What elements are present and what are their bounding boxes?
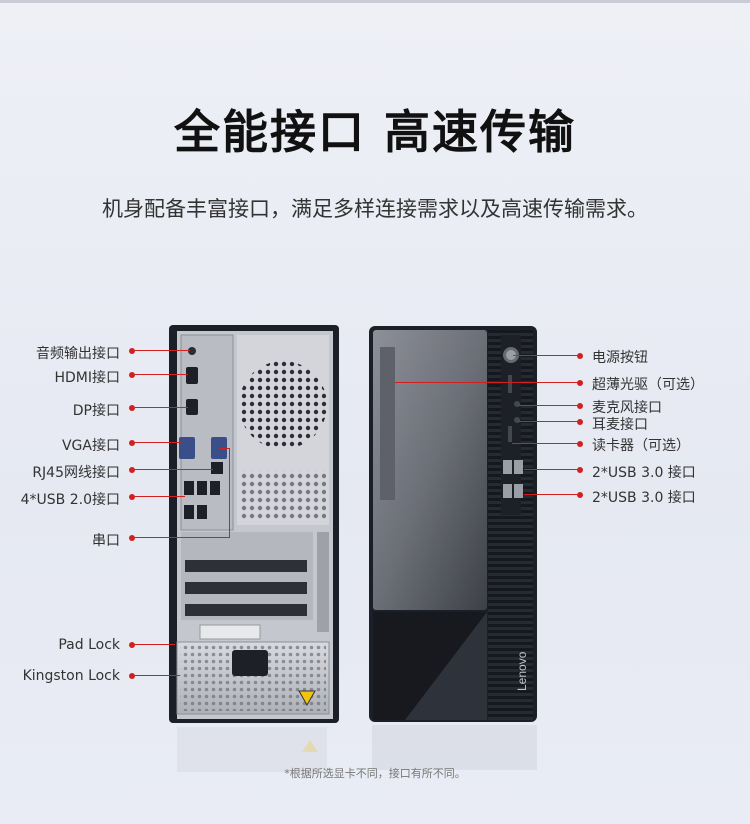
label-usb30-bottom: 2*USB 3.0 接口 — [592, 490, 696, 506]
page-subtitle: 机身配备丰富接口，满足多样连接需求以及高速传输需求。 — [102, 197, 648, 221]
label-usb30-top: 2*USB 3.0 接口 — [592, 465, 696, 481]
pointer-line — [524, 469, 577, 470]
label-kingston-lock: Kingston Lock — [22, 668, 120, 684]
footnote: *根据所选显卡不同，接口有所不同。 — [284, 767, 466, 780]
top-divider — [0, 0, 750, 3]
label-vga: VGA接口 — [61, 438, 120, 454]
pointer-dot — [577, 380, 583, 386]
pointer-dot — [129, 642, 135, 648]
pointer-line — [135, 537, 229, 538]
pointer-line — [135, 350, 190, 351]
pointer-dot — [129, 494, 135, 500]
label-dp: DP接口 — [72, 403, 120, 419]
pointer-dot — [577, 467, 583, 473]
pointer-line — [219, 448, 230, 449]
pointer-dot — [129, 467, 135, 473]
pointer-line — [135, 675, 180, 676]
pointer-line — [135, 469, 213, 470]
rear-chassis — [169, 325, 339, 772]
pointer-dot — [129, 440, 135, 446]
label-serial: 串口 — [92, 533, 120, 549]
pointer-line — [395, 382, 577, 383]
pointer-line — [518, 405, 577, 406]
label-headphone: 耳麦接口 — [592, 417, 648, 433]
pointer-line — [135, 442, 181, 443]
pointer-dot — [129, 535, 135, 541]
pointer-line — [135, 496, 185, 497]
label-pad-lock: Pad Lock — [58, 637, 120, 653]
pointer-line — [135, 407, 188, 408]
pointer-dot — [129, 405, 135, 411]
pointer-dot — [577, 419, 583, 425]
pointer-dot — [129, 673, 135, 679]
front-chassis — [369, 326, 537, 770]
pointer-dot — [577, 353, 583, 359]
pointer-dot — [577, 441, 583, 447]
label-rj45: RJ45网线接口 — [32, 465, 120, 481]
label-optical-drive: 超薄光驱（可选） — [592, 377, 704, 393]
pointer-line — [518, 421, 577, 422]
pointer-line — [135, 644, 175, 645]
pointer-line — [135, 374, 188, 375]
label-audio-out: 音频输出接口 — [36, 346, 120, 362]
pointer-line — [513, 355, 577, 356]
label-mic: 麦克风接口 — [592, 400, 662, 416]
pointer-dot — [129, 348, 135, 354]
pointer-dot — [577, 492, 583, 498]
pointer-line — [229, 448, 230, 538]
label-hdmi: HDMI接口 — [54, 370, 120, 386]
pointer-line — [524, 494, 577, 495]
label-usb20: 4*USB 2.0接口 — [20, 492, 120, 508]
label-power-button: 电源按钮 — [592, 350, 648, 366]
lenovo-logo: Lenovo — [515, 651, 529, 691]
pointer-line — [512, 443, 577, 444]
page-title: 全能接口 高速传输 — [173, 105, 576, 159]
pointer-dot — [129, 372, 135, 378]
label-card-reader: 读卡器（可选） — [592, 438, 690, 454]
pointer-dot — [577, 403, 583, 409]
